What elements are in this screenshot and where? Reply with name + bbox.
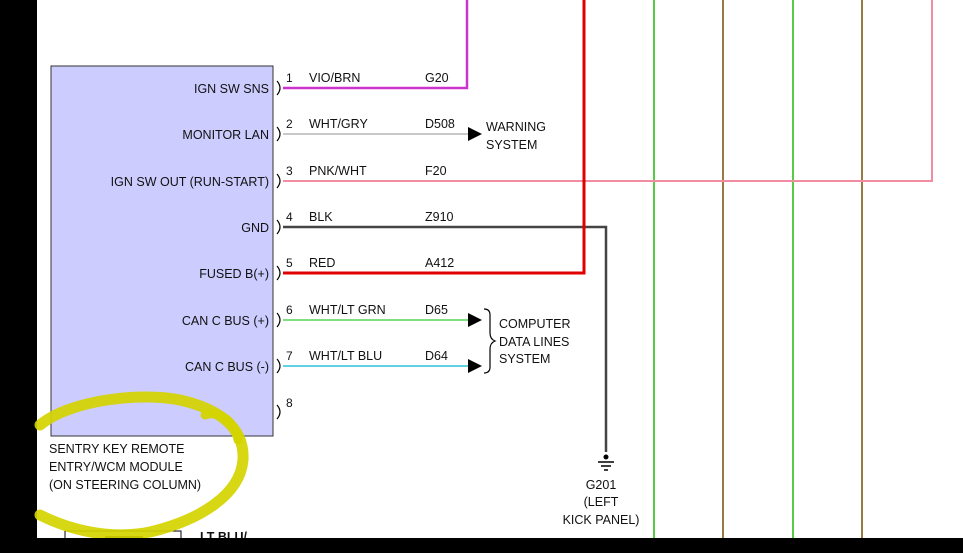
wire-color-6: WHT/LT GRN bbox=[309, 303, 386, 317]
circuit-id-3: F20 bbox=[425, 164, 447, 178]
data-lines-label-3: SYSTEM bbox=[499, 352, 550, 366]
pin-bracket-2 bbox=[276, 126, 281, 142]
can-plus-arrow bbox=[468, 313, 482, 327]
wire-color-4: BLK bbox=[309, 210, 333, 224]
bottom-frame bbox=[0, 538, 963, 553]
data-lines-brace bbox=[483, 308, 497, 374]
wire-color-1: VIO/BRN bbox=[309, 71, 360, 85]
pin-bracket-3 bbox=[276, 173, 281, 189]
highlight-scribble bbox=[34, 391, 249, 541]
pin-number-4: 4 bbox=[286, 210, 293, 224]
pin-label-7: CAN C BUS (-) bbox=[185, 360, 269, 374]
pin-number-2: 2 bbox=[286, 117, 293, 131]
module-name-2: ENTRY/WCM MODULE bbox=[49, 460, 183, 474]
wire-3 bbox=[283, 0, 933, 182]
pin-number-5: 5 bbox=[286, 256, 293, 270]
wire-color-5: RED bbox=[309, 256, 335, 270]
pin-bracket-8 bbox=[276, 404, 281, 420]
module-name-1: SENTRY KEY REMOTE bbox=[49, 442, 184, 456]
pin-label-5: FUSED B(+) bbox=[199, 267, 269, 281]
wire-color-2: WHT/GRY bbox=[309, 117, 368, 131]
pin-bracket-6 bbox=[276, 312, 281, 328]
module-name-3: (ON STEERING COLUMN) bbox=[49, 478, 201, 492]
pin-bracket-1 bbox=[276, 80, 281, 96]
circuit-id-6: D65 bbox=[425, 303, 448, 317]
circuit-id-1: G20 bbox=[425, 71, 449, 85]
wire-1 bbox=[283, 0, 469, 90]
module-box bbox=[50, 65, 274, 437]
pin-bracket-4 bbox=[276, 219, 281, 235]
circuit-id-7: D64 bbox=[425, 349, 448, 363]
pin-label-1: IGN SW SNS bbox=[194, 82, 269, 96]
pin-label-6: CAN C BUS (+) bbox=[182, 314, 269, 328]
wire-color-3: PNK/WHT bbox=[309, 164, 367, 178]
warning-system-label-2: SYSTEM bbox=[486, 138, 537, 152]
pin-label-2: MONITOR LAN bbox=[182, 128, 269, 142]
circuit-id-4: Z910 bbox=[425, 210, 454, 224]
pin-number-7: 7 bbox=[286, 349, 293, 363]
data-lines-label-1: COMPUTER bbox=[499, 317, 571, 331]
pin-bracket-7 bbox=[276, 358, 281, 374]
pin-label-3: IGN SW OUT (RUN-START) bbox=[111, 175, 269, 189]
ground-id: G201 bbox=[586, 478, 617, 492]
highlight-scribble-tail bbox=[200, 409, 243, 445]
pin-number-6: 6 bbox=[286, 303, 293, 317]
pin-number-3: 3 bbox=[286, 164, 293, 178]
warning-system-label-1: WARNING bbox=[486, 120, 546, 134]
data-lines-label-2: DATA LINES bbox=[499, 335, 569, 349]
pin-number-1: 1 bbox=[286, 71, 293, 85]
pin-bracket-5 bbox=[276, 265, 281, 281]
circuit-id-5: A412 bbox=[425, 256, 454, 270]
wire-color-7: WHT/LT BLU bbox=[309, 349, 382, 363]
ground-icon bbox=[598, 454, 614, 471]
ground-location-1: (LEFT bbox=[584, 495, 619, 509]
wire-5 bbox=[283, 0, 586, 275]
can-minus-arrow bbox=[468, 359, 482, 373]
wire-4 bbox=[283, 225, 608, 452]
ground-location-2: KICK PANEL) bbox=[563, 513, 640, 527]
warning-arrow bbox=[468, 127, 482, 141]
pin-label-4: GND bbox=[241, 221, 269, 235]
pin-number-8: 8 bbox=[286, 396, 293, 410]
circuit-id-2: D508 bbox=[425, 117, 455, 131]
